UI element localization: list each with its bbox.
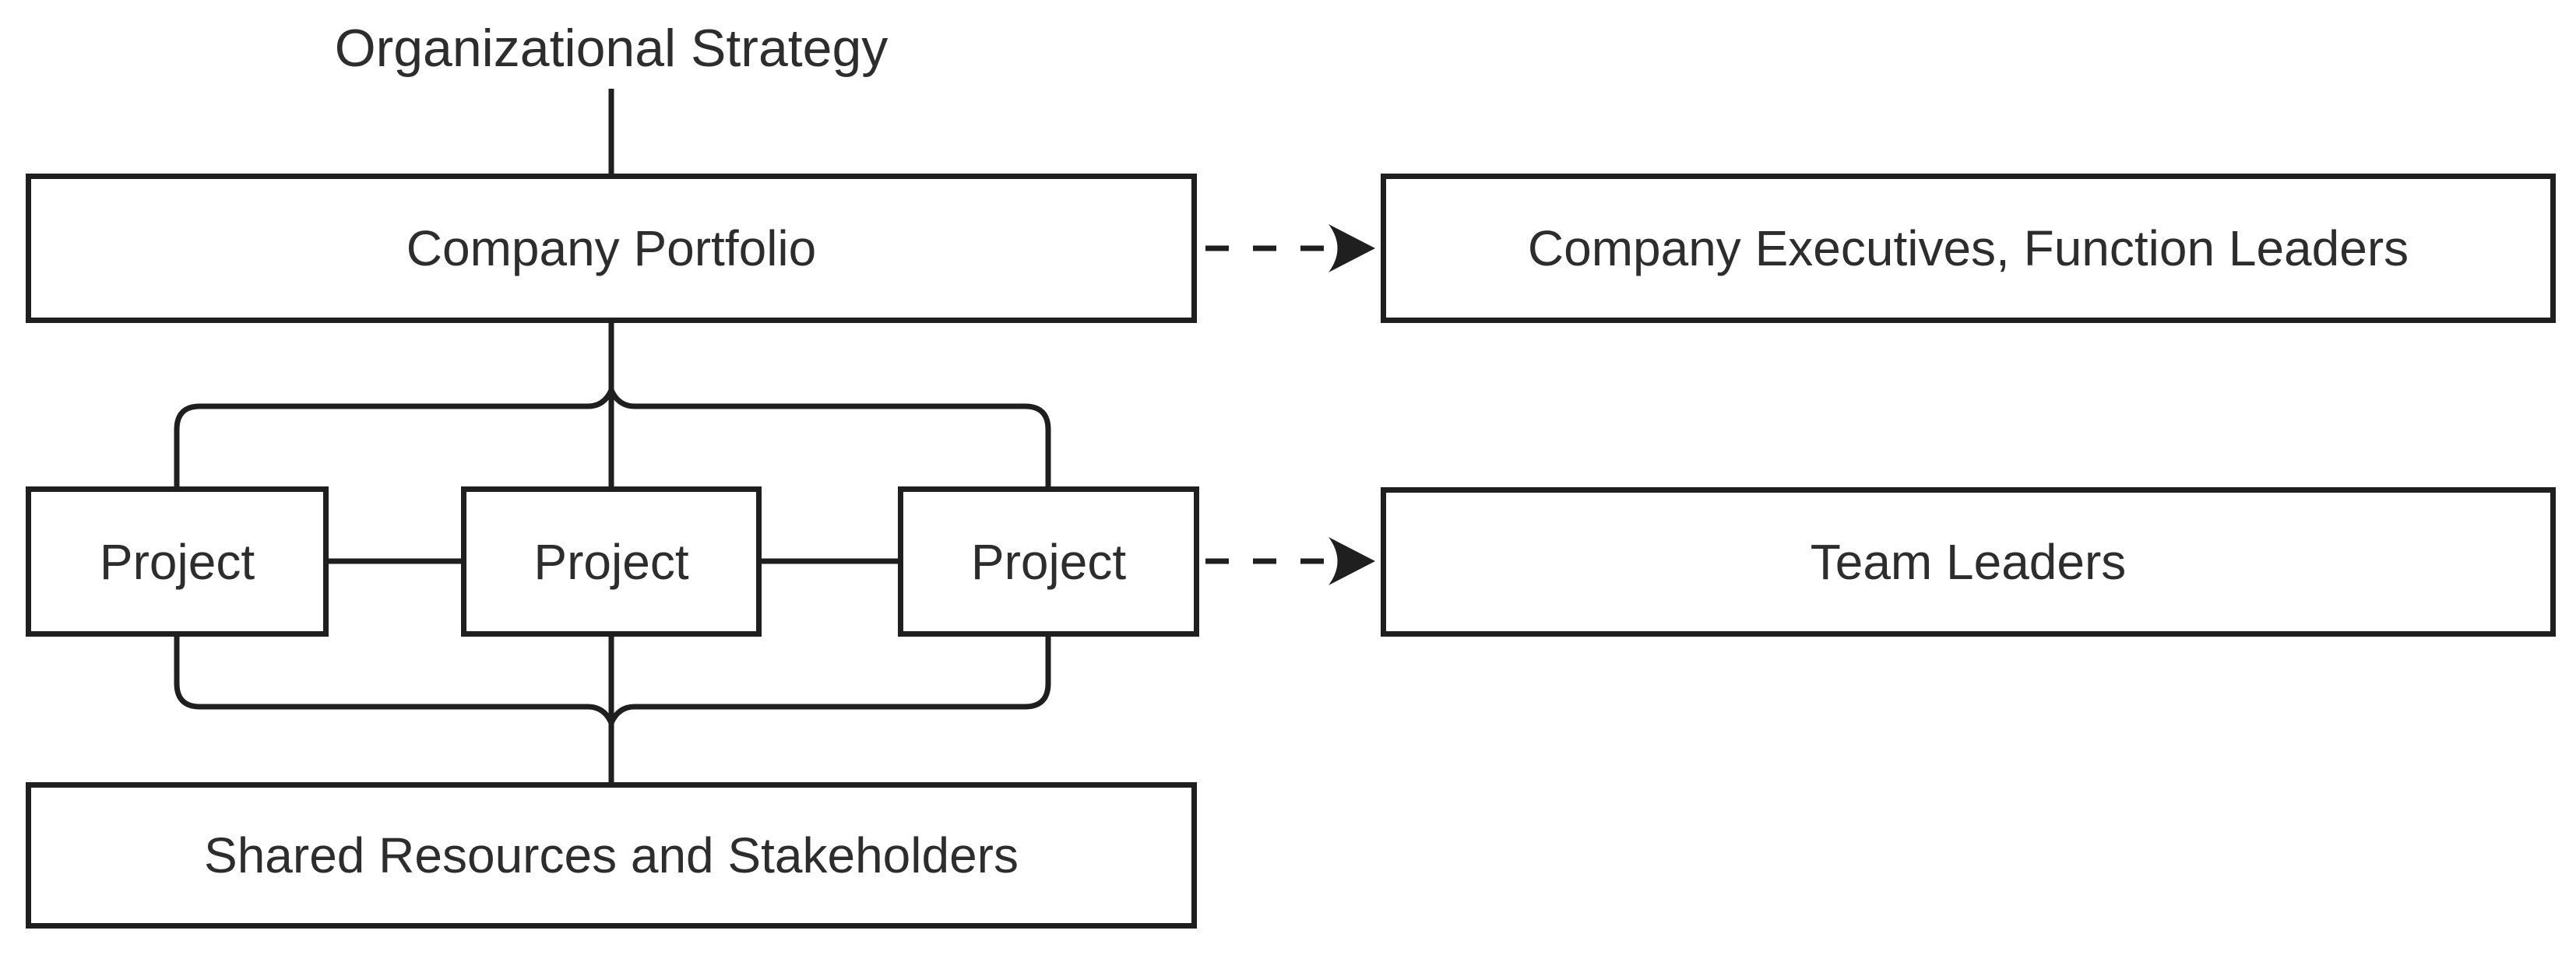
node-team-leaders: Team Leaders (1381, 487, 2556, 637)
node-label: Shared Resources and Stakeholders (204, 827, 1019, 883)
diagram-title: Organizational Strategy (334, 19, 889, 78)
right-arrowhead-icon (1328, 224, 1375, 272)
node-label: Project (970, 533, 1127, 590)
node-label: Project (533, 533, 689, 590)
node-company-portfolio: Company Portfolio (26, 174, 1197, 323)
node-label: Company Executives, Function Leaders (1527, 220, 2409, 276)
node-label: Team Leaders (1810, 534, 2127, 590)
node-label: Company Portfolio (406, 220, 817, 276)
right-arrowhead-icon (1328, 537, 1375, 585)
node-project-3: Project (898, 486, 1199, 637)
node-project-1: Project (26, 486, 329, 637)
node-shared-resources: Shared Resources and Stakeholders (26, 782, 1197, 929)
node-label: Project (99, 533, 255, 590)
node-project-2: Project (461, 486, 762, 637)
portfolio-to-projects-brace (174, 383, 1051, 486)
node-company-executives: Company Executives, Function Leaders (1381, 174, 2556, 323)
